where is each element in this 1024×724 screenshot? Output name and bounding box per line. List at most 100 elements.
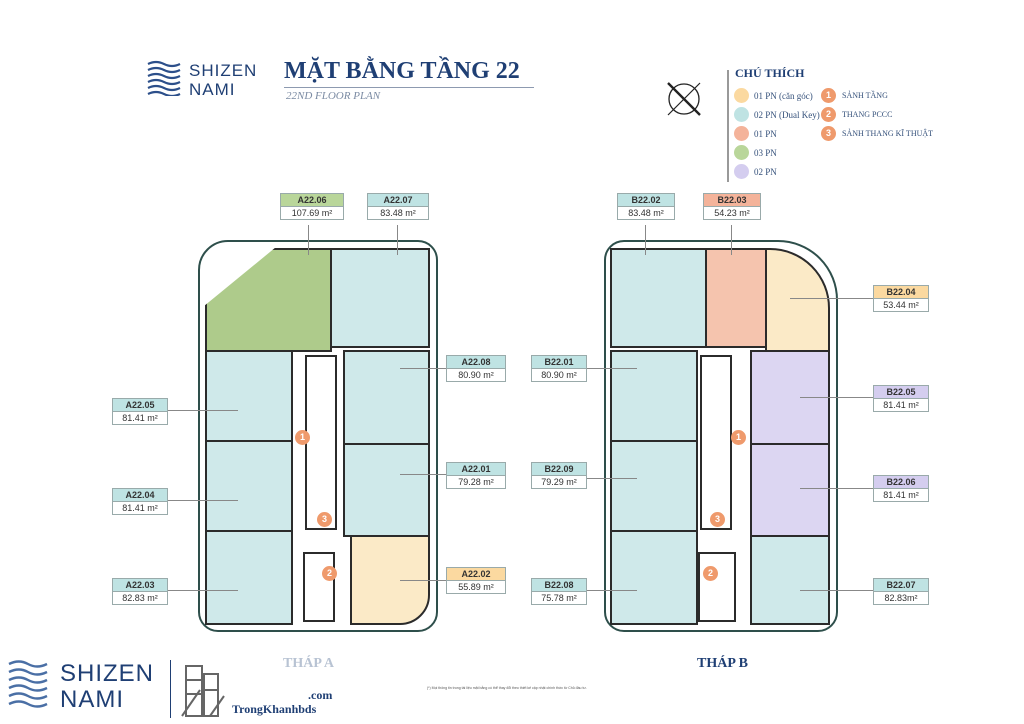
legend-swatch [734, 88, 749, 103]
unit-code: B22.01 [532, 356, 586, 369]
core-stair [698, 552, 736, 622]
leader-line [400, 580, 446, 581]
unit-a22-03[interactable] [205, 530, 293, 625]
north-arrow-circle-icon [667, 82, 701, 116]
unit-b22-09[interactable] [610, 440, 698, 532]
legend-swatch [734, 126, 749, 141]
unit-code: A22.07 [368, 194, 428, 207]
building-watermark-icon [181, 665, 225, 717]
legend-swatch [734, 164, 749, 179]
legend-swatch [734, 107, 749, 122]
leader-line [168, 410, 238, 411]
unit-area: 82.83 m² [122, 593, 158, 603]
legend-swatch [734, 145, 749, 160]
unit-code: A22.03 [113, 579, 167, 592]
unit-area: 54.23 m² [714, 208, 750, 218]
leader-line [400, 368, 446, 369]
unit-area: 82.83m² [884, 593, 918, 603]
legend-label: 02 PN [754, 167, 777, 177]
marker-fire-stair: 2 [703, 566, 718, 581]
brand-line2: NAMI [189, 80, 236, 99]
marker-lobby: 1 [295, 430, 310, 445]
unit-b22-08[interactable] [610, 530, 698, 625]
unit-code: B22.02 [618, 194, 674, 207]
leader-line [800, 397, 874, 398]
legend-marker: 3 [821, 126, 836, 141]
unit-code: B22.06 [874, 476, 928, 489]
legend-marker-label: THANG PCCC [842, 110, 893, 119]
unit-b22-02[interactable] [610, 248, 707, 348]
unit-area: 81.41 m² [122, 503, 158, 513]
unit-area: 55.89 m² [458, 582, 494, 592]
leader-line [168, 590, 238, 591]
wave-logo-icon [147, 60, 181, 96]
core-lifts [305, 355, 337, 530]
unit-a22-08[interactable] [343, 350, 430, 445]
tower-a-name: THÁP A [283, 656, 334, 671]
unit-a22-01[interactable] [343, 443, 430, 537]
unit-area: 75.78 m² [541, 593, 577, 603]
leader-line [645, 225, 646, 255]
unit-area: 80.90 m² [541, 370, 577, 380]
brand-line1: SHIZEN [189, 61, 258, 80]
watermark-name: TrongKhanhbds [232, 702, 317, 716]
unit-b22-01[interactable] [610, 350, 698, 442]
footer-divider [170, 660, 171, 718]
unit-b22-07[interactable] [750, 535, 830, 625]
unit-b22-03[interactable] [705, 248, 767, 348]
legend-title: CHÚ THÍCH [735, 66, 805, 80]
leader-line [400, 474, 446, 475]
unit-area: 81.41 m² [883, 400, 919, 410]
leader-line [587, 368, 637, 369]
legend-label: 02 PN (Dual Key) [754, 110, 820, 120]
legend-marker: 1 [821, 88, 836, 103]
unit-a22-05[interactable] [205, 350, 293, 442]
marker-service-lobby: 3 [317, 512, 332, 527]
core-stair [303, 552, 335, 622]
leader-line [587, 478, 637, 479]
legend-label: 01 PN [754, 129, 777, 139]
marker-service-lobby: 3 [710, 512, 725, 527]
wave-logo-icon [8, 660, 48, 708]
unit-code: A22.04 [113, 489, 167, 502]
legend-divider [727, 70, 729, 182]
unit-area: 83.48 m² [380, 208, 416, 218]
unit-area: 79.28 m² [458, 477, 494, 487]
unit-code: B22.07 [874, 579, 928, 592]
legend-marker: 2 [821, 107, 836, 122]
marker-fire-stair: 2 [322, 566, 337, 581]
unit-b22-06[interactable] [750, 443, 830, 537]
leader-line [168, 500, 238, 501]
unit-code: B22.04 [874, 286, 928, 299]
marker-lobby: 1 [731, 430, 746, 445]
unit-code: A22.08 [447, 356, 505, 369]
unit-code: A22.01 [447, 463, 505, 476]
brand-line2: NAMI [60, 686, 124, 713]
legend-marker-label: SẢNH TẦNG [842, 91, 888, 100]
unit-code: B22.03 [704, 194, 760, 207]
unit-a22-07[interactable] [330, 248, 430, 348]
core-lifts [700, 355, 732, 530]
unit-area: 107.69 m² [291, 208, 333, 218]
unit-a22-04[interactable] [205, 440, 293, 532]
unit-area: 53.44 m² [883, 300, 919, 310]
unit-code: B22.09 [532, 463, 586, 476]
unit-area: 81.41 m² [122, 413, 158, 423]
